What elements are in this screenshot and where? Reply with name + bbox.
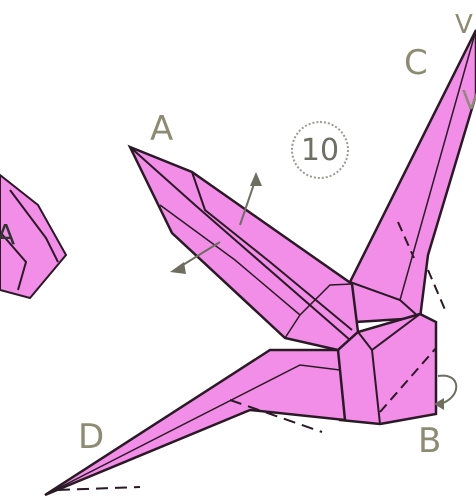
point-label-b: B: [418, 424, 441, 458]
point-label-c: C: [404, 46, 428, 80]
point-label-a: A: [150, 112, 173, 146]
step-number-badge: 10: [291, 121, 349, 179]
curl-arrow: [434, 376, 456, 410]
partial-label-a: A: [0, 218, 15, 251]
edge-mark-2: V: [462, 86, 476, 116]
point-label-d: D: [78, 420, 104, 454]
edge-mark-1: V: [455, 10, 473, 40]
